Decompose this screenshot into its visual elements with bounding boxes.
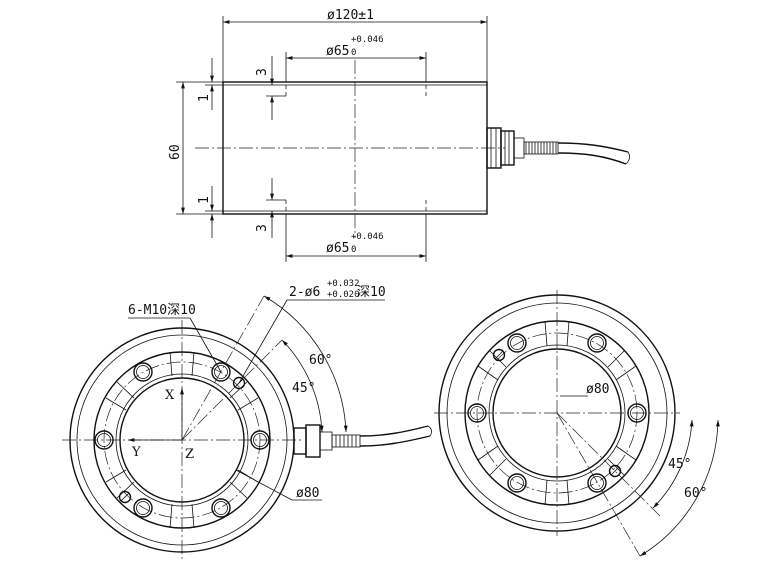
top-bore-dim: ø65 <box>326 44 349 59</box>
svg-text:+0.032: +0.032 <box>327 279 360 289</box>
svg-text:0: 0 <box>351 245 356 255</box>
cable <box>557 142 629 153</box>
axis-y-label: Y <box>131 445 141 460</box>
inner-diameter-label: ø80 <box>296 486 319 501</box>
top-view: X Y Z 6-M10深10 2-ø6 +0.032 +0.020 深10 60… <box>62 279 432 560</box>
pin-holes-callout-suffix: 深10 <box>357 285 386 300</box>
bottom-view: ø80 45° 60° <box>434 290 720 557</box>
bottom-angle-45-label: 45° <box>668 457 691 472</box>
height-dim: 60 <box>168 144 183 160</box>
top-chamfer-dim: 1 <box>197 94 212 102</box>
angle-45-label: 45° <box>292 381 315 396</box>
svg-text:0: 0 <box>351 48 356 58</box>
angle-60-arc <box>263 295 348 433</box>
top-depth-dim: 3 <box>255 68 270 76</box>
axis-x-label: X <box>165 388 175 403</box>
bottom-depth-dim: 3 <box>255 224 270 232</box>
bottom-bore-dim: ø65 <box>326 241 349 256</box>
spoke-slots <box>105 351 259 529</box>
bottom-chamfer-dim: 1 <box>197 196 212 204</box>
bottom-angle-60-arc <box>639 419 720 557</box>
angle-45-arc <box>281 339 324 433</box>
svg-text:+0.046: +0.046 <box>351 35 384 45</box>
bottom-spoke-slots <box>477 320 637 506</box>
angle-60-label: 60° <box>309 353 332 368</box>
axis-z-label: Z <box>185 447 194 462</box>
bottom-inner-diameter-label: ø80 <box>586 382 609 397</box>
bottom-angle-60-label: 60° <box>684 486 707 501</box>
thread-holes-callout: 6-M10深10 <box>128 303 196 318</box>
svg-text:+0.020: +0.020 <box>327 290 360 300</box>
top-view-connector <box>293 424 432 458</box>
pin-holes-callout-prefix: 2-ø6 <box>289 285 320 300</box>
cable-connector <box>486 127 630 169</box>
side-view: ø120±1 ø65 +0.046 0 ø65 +0.046 0 60 1 1 <box>168 8 630 262</box>
bottom-pin-holes <box>492 348 622 478</box>
svg-text:+0.046: +0.046 <box>351 232 384 242</box>
outer-diameter-dim: ø120±1 <box>327 8 374 23</box>
